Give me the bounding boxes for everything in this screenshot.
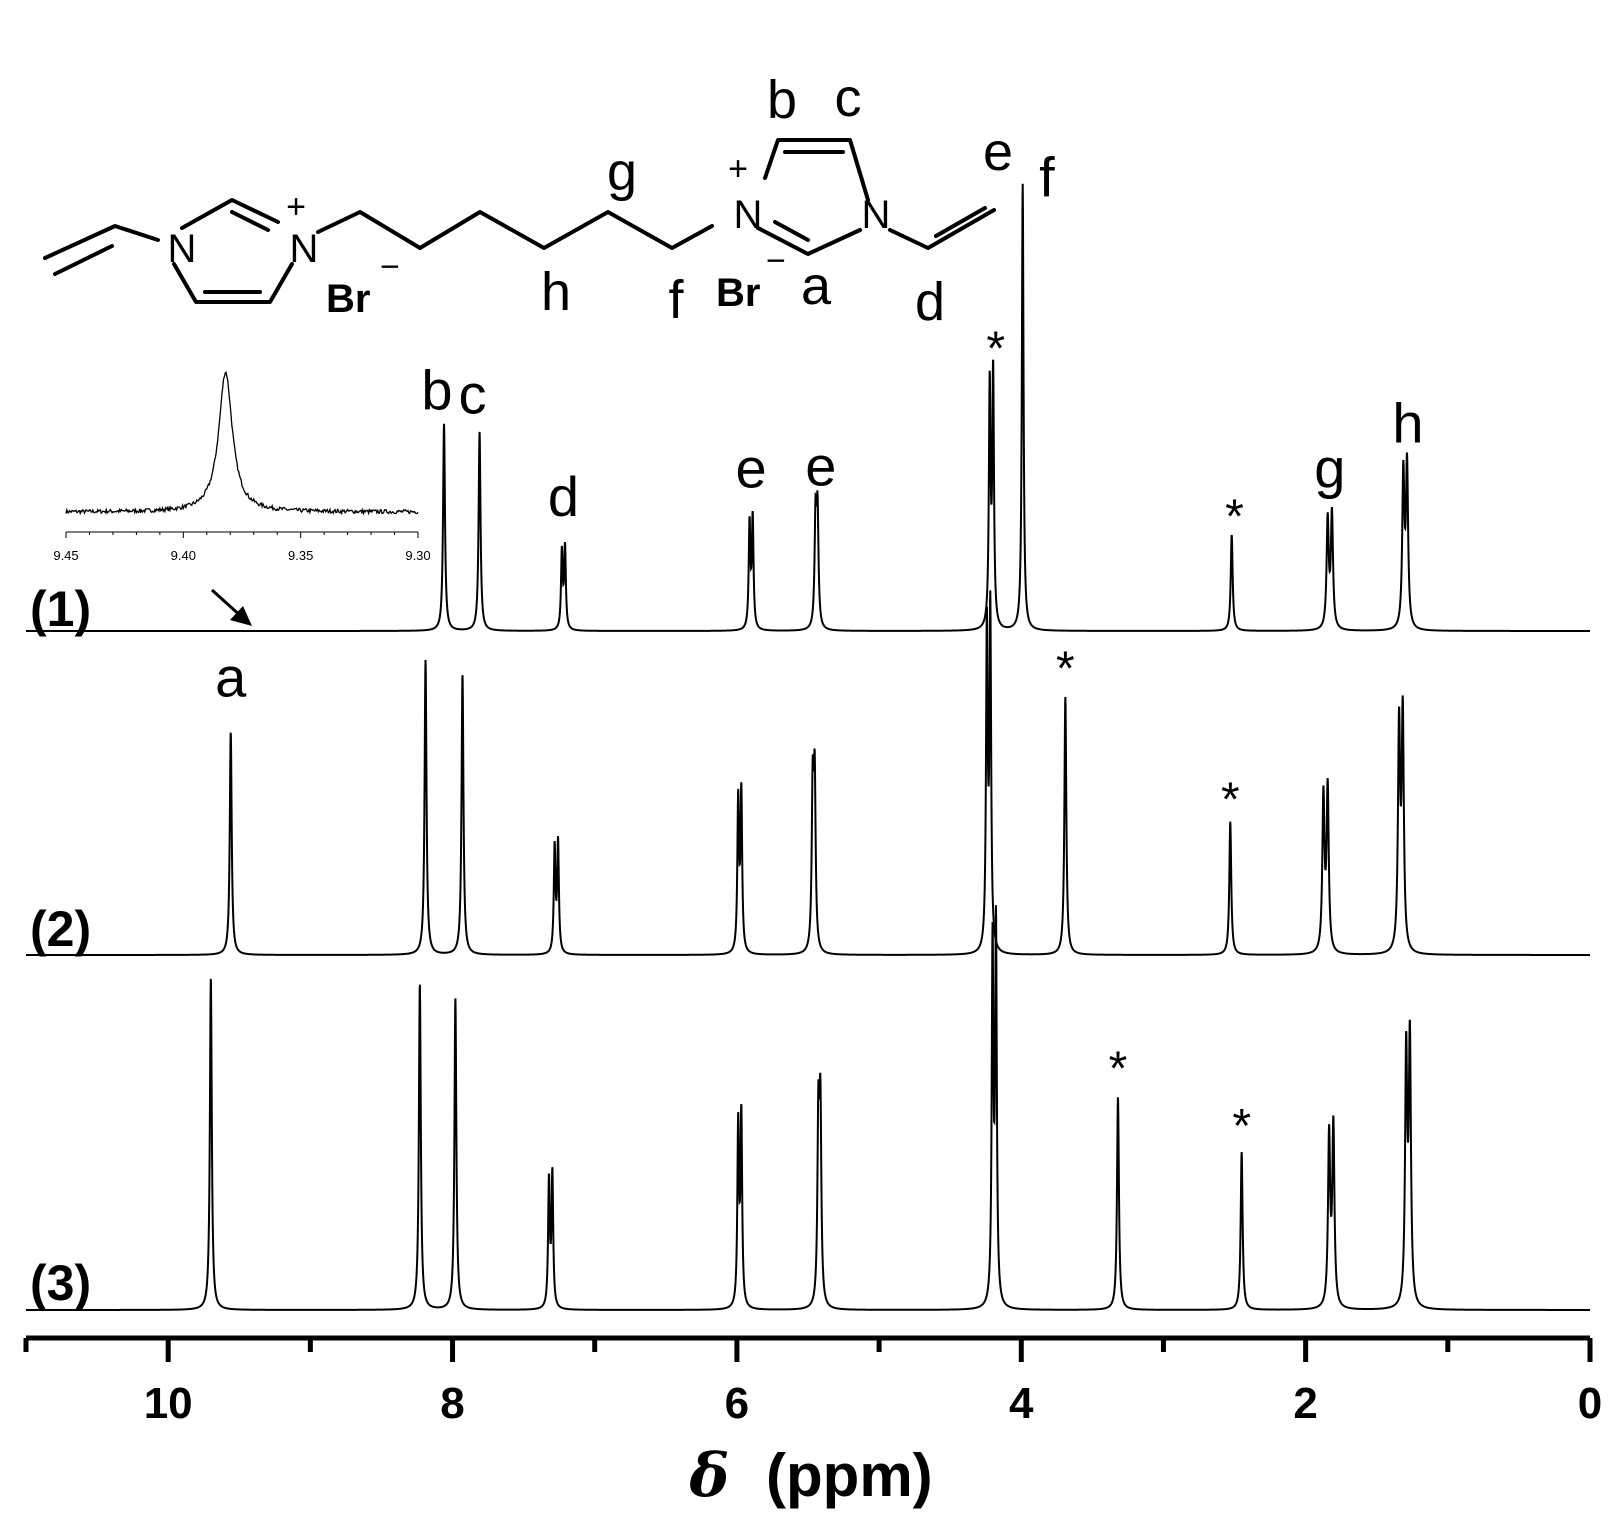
bromide-1: Br: [326, 277, 370, 321]
peak-label: d: [548, 465, 579, 528]
peak-label: b: [421, 359, 452, 422]
inset-x-ticks: 9.45 9.40 9.35 9.30: [53, 532, 431, 563]
peak-label: c: [459, 363, 487, 426]
struct-label-a: a: [801, 256, 832, 316]
atom-n2: N: [290, 227, 319, 271]
spectrum-trace: [26, 183, 1590, 632]
x-axis: 10 8 6 4 2 0 δ (ppm): [23, 1335, 1603, 1511]
inset-tick-label: 9.40: [171, 548, 196, 563]
x-tick-label: 8: [440, 1379, 464, 1428]
atom-n3: N: [734, 193, 763, 237]
spectrum-label: (2): [30, 901, 91, 957]
struct-label-e: e: [983, 122, 1013, 182]
spectrum-trace: [26, 590, 1591, 956]
x-axis-unit: (ppm): [766, 1442, 933, 1509]
struct-label-c: c: [835, 68, 862, 128]
inset-spectrum-trace: [65, 371, 419, 516]
solvent-peak-marker: *: [986, 323, 1005, 376]
spectrum-trace: [26, 905, 1590, 1311]
solvent-peak-marker: *: [1056, 642, 1075, 695]
spectra: [26, 183, 1591, 1311]
peak-label: e: [736, 437, 767, 500]
charge-minus-2: −: [766, 242, 786, 280]
inset-tick-label: 9.45: [53, 548, 78, 563]
solvent-peak-marker: *: [1232, 1100, 1251, 1153]
spectrum-label: (3): [30, 1255, 91, 1311]
peak-label: h: [1392, 391, 1423, 454]
x-tick-label: 4: [1009, 1379, 1034, 1428]
inset-tick-label: 9.35: [288, 548, 313, 563]
charge-plus-2: +: [728, 150, 748, 188]
x-axis-label: δ (ppm): [688, 1441, 932, 1511]
solvent-peak-marker: *: [1109, 1043, 1128, 1096]
inset: 9.45 9.40 9.35 9.30: [53, 371, 431, 626]
atom-n4: N: [862, 193, 891, 237]
solvent-peak-marker: *: [1221, 774, 1240, 827]
inset-tick-label: 9.30: [405, 548, 430, 563]
x-tick-label: 10: [144, 1379, 193, 1428]
peak-label: e: [805, 435, 836, 498]
molecule-atoms: N N + Br − N + N Br − b c e g h f a d: [168, 68, 1013, 332]
struct-label-g: g: [607, 142, 637, 202]
peak-label: a: [215, 646, 247, 709]
x-axis-symbol: δ: [688, 1441, 729, 1511]
atom-n1: N: [168, 227, 197, 271]
struct-label-b: b: [767, 70, 797, 130]
spectrum-label: (1): [30, 581, 91, 637]
peak-label: g: [1314, 437, 1345, 500]
x-axis-ticks: [23, 1338, 1593, 1362]
bromide-2: Br: [716, 271, 760, 315]
x-tick-label: 0: [1578, 1379, 1602, 1428]
peak-label: f: [1039, 145, 1055, 208]
charge-plus-1: +: [286, 188, 306, 226]
struct-label-f: f: [668, 270, 684, 330]
inset-arrow: [210, 588, 252, 626]
charge-minus-1: −: [380, 248, 400, 286]
x-tick-label: 2: [1293, 1379, 1317, 1428]
solvent-peak-marker: *: [1225, 491, 1244, 544]
molecule-structure: [43, 138, 996, 304]
struct-label-d: d: [915, 272, 945, 332]
x-axis-tick-labels: 10 8 6 4 2 0: [144, 1379, 1603, 1428]
spectrum-labels: (1) (2) (3): [30, 581, 91, 1311]
struct-label-h: h: [541, 262, 571, 322]
x-tick-label: 6: [725, 1379, 749, 1428]
